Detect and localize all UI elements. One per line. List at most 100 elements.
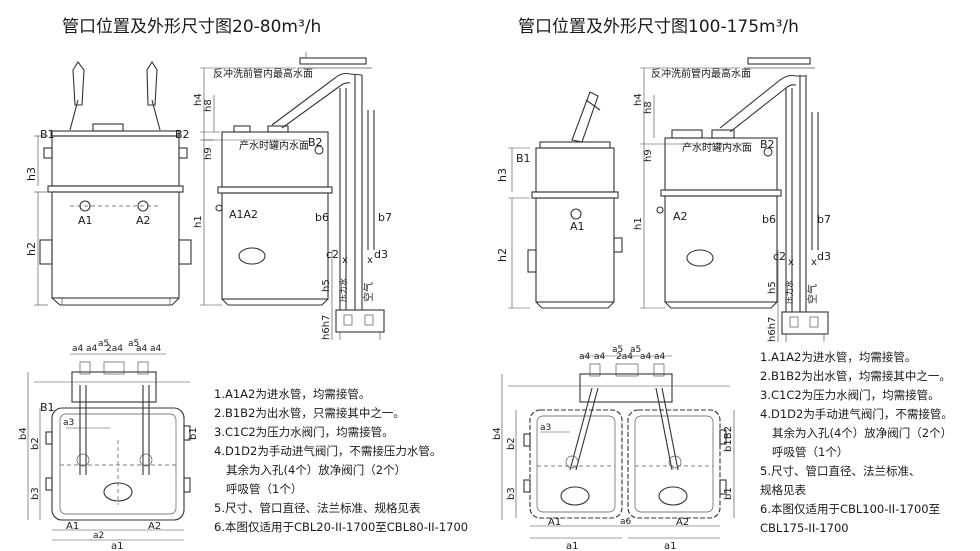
svg-text:x: x <box>788 257 794 268</box>
r-side-c2: c2 <box>773 250 786 263</box>
r-side-a2: A2 <box>673 210 688 223</box>
right-title: 管口位置及外形尺寸图100-175m³/h <box>518 17 799 37</box>
r-plan-2a4: 2a4 <box>616 352 633 362</box>
r-side-b7: b7 <box>817 213 831 226</box>
side-b2: B2 <box>308 136 323 149</box>
left-plan-view: a4 a4 a5 2a4 a5 a4 a4 B1 a3 b4 b2 b3 b1 … <box>18 339 199 551</box>
plan-b1: B1 <box>40 401 55 414</box>
plan-a1: A1 <box>66 521 79 532</box>
left-title: 管口位置及外形尺寸图20-80m³/h <box>62 17 322 37</box>
front-h2: h2 <box>25 242 38 256</box>
side-pressure: 压力水 <box>338 278 348 302</box>
plan-a2-dim: a2 <box>93 531 104 541</box>
r-side-b2: B2 <box>760 138 775 151</box>
left-front-view: B1 B2 A1 A2 h3 h2 <box>25 60 192 306</box>
side-h6h7: h6h7 <box>321 315 332 340</box>
left-side-view: x x 反冲洗前管内最高水面 产水时罐内水面 A1A2 B2 b6 b7 c2 … <box>193 52 392 340</box>
r-side-h8: h8 <box>643 101 654 114</box>
r-side-h1: h1 <box>633 217 644 230</box>
r-plan-b3: b3 <box>506 487 517 500</box>
side-b6: b6 <box>315 211 329 224</box>
left-note-8: 6.本图仅适用于CBL20-II-1700至CBL80-II-1700 <box>214 520 469 534</box>
r-side-h6h7: h6h7 <box>767 317 778 342</box>
r-side-d3: d3 <box>817 250 831 263</box>
side-produce: 产水时罐内水面 <box>239 139 309 152</box>
r-side-produce: 产水时罐内水面 <box>682 141 752 154</box>
plan-b2: b2 <box>30 437 41 450</box>
right-side-view: x x 反冲洗前管内最高水面 产水时罐内水面 A2 B2 b6 b7 c2 d3… <box>633 57 831 342</box>
r-front-h2: h2 <box>496 248 509 262</box>
right-note-4: 4.D1D2为手动进气阀门，不需接管。 <box>760 407 953 421</box>
plan-b4: b4 <box>18 427 29 440</box>
r-plan-a3: a3 <box>540 423 551 433</box>
r-plan-b4: b4 <box>492 427 503 440</box>
front-a2: A2 <box>136 214 151 227</box>
right-note-8: 规格见表 <box>760 483 806 497</box>
plan-a4-4: a4 <box>150 344 162 354</box>
plan-a5-1: a5 <box>98 339 109 349</box>
r-side-backwash: 反冲洗前管内最高水面 <box>651 67 751 80</box>
svg-text:x: x <box>811 257 817 268</box>
r-side-b6: b6 <box>762 213 776 226</box>
r-front-a1: A1 <box>570 220 585 233</box>
r-plan-a6: a6 <box>620 517 632 527</box>
side-c2: c2 <box>326 248 339 261</box>
front-b2: B2 <box>175 128 190 141</box>
r-plan-a4-2: a4 <box>594 352 606 362</box>
r-side-pressure: 压力水 <box>784 280 794 304</box>
r-plan-a5-2: a5 <box>630 345 641 355</box>
plan-b3: b3 <box>30 487 41 500</box>
right-note-2: 2.B1B2为出水管，均需接其中之一。 <box>760 369 951 383</box>
svg-text:x: x <box>367 255 373 266</box>
left-notes: 1.A1A2为进水管，均需接管。 2.B1B2为出水管，只需接其中之一。 3.C… <box>214 385 468 537</box>
plan-2a4: 2a4 <box>106 344 123 354</box>
right-note-7: 5.尺寸、管口直径、法兰标准、 <box>760 464 921 478</box>
r-side-air: 空气 <box>806 284 819 304</box>
left-note-5: 其余为入孔(4个）放净阀门（2个） <box>226 463 407 477</box>
r-side-h9: h9 <box>643 149 654 162</box>
r-plan-a5-1: a5 <box>612 345 623 355</box>
plan-a4-1: a4 <box>72 344 84 354</box>
r-plan-a1: A1 <box>548 517 561 528</box>
left-note-3: 3.C1C2为压力水阀门，均需接管。 <box>214 425 394 439</box>
plan-a2: A2 <box>148 521 161 532</box>
plan-b1-right: b1 <box>188 427 199 440</box>
side-h9: h9 <box>203 147 214 160</box>
plan-a4-2: a4 <box>86 344 98 354</box>
front-b1: B1 <box>40 128 55 141</box>
right-plan-view: a4 a4 a5 2a4 a5 a4 a4 a3 b4 b2 b3 b1B2 b… <box>492 345 735 551</box>
r-plan-a2: A2 <box>676 517 689 528</box>
r-plan-a1-dim-2: a1 <box>664 541 677 551</box>
left-note-4: 4.D1D2为手动进气阀门，不需接压力水管。 <box>214 444 442 458</box>
side-b7: b7 <box>378 211 392 224</box>
side-backwash: 反冲洗前管内最高水面 <box>213 67 313 80</box>
side-h5: h5 <box>321 279 332 292</box>
r-plan-b1b2: b1B2 <box>723 426 734 452</box>
r-plan-a4-4: a4 <box>654 352 666 362</box>
right-note-10: CBL175-II-1700 <box>760 521 849 535</box>
side-a1a2: A1A2 <box>229 208 258 221</box>
r-side-h5: h5 <box>767 281 778 294</box>
side-h1: h1 <box>193 215 204 228</box>
r-plan-b2: b2 <box>506 437 517 450</box>
r-plan-a4-1: a4 <box>579 352 591 362</box>
front-h3: h3 <box>25 167 38 181</box>
left-note-7: 5.尺寸、管口直径、法兰标准、规格见表 <box>214 501 421 515</box>
front-a1: A1 <box>78 214 93 227</box>
right-front-view: B1 A1 h3 h2 <box>496 91 623 309</box>
r-side-h4: h4 <box>633 93 644 106</box>
r-plan-a4-3: a4 <box>640 352 652 362</box>
right-note-6: 呼吸管（1个） <box>772 445 849 459</box>
left-note-1: 1.A1A2为进水管，均需接管。 <box>214 387 371 401</box>
plan-a1-dim: a1 <box>111 541 124 551</box>
svg-text:x: x <box>342 255 348 266</box>
plan-a4-3: a4 <box>136 344 148 354</box>
side-air: 空气 <box>362 282 375 302</box>
right-note-5: 其余为入孔(4个）放净阀门（2个） <box>772 426 953 440</box>
right-note-3: 3.C1C2为压力水阀门，均需接管。 <box>760 388 940 402</box>
r-front-h3: h3 <box>496 168 509 182</box>
left-note-6: 呼吸管（1个） <box>226 482 303 496</box>
side-h4: h4 <box>193 93 204 106</box>
r-plan-b1: b1 <box>723 487 734 500</box>
